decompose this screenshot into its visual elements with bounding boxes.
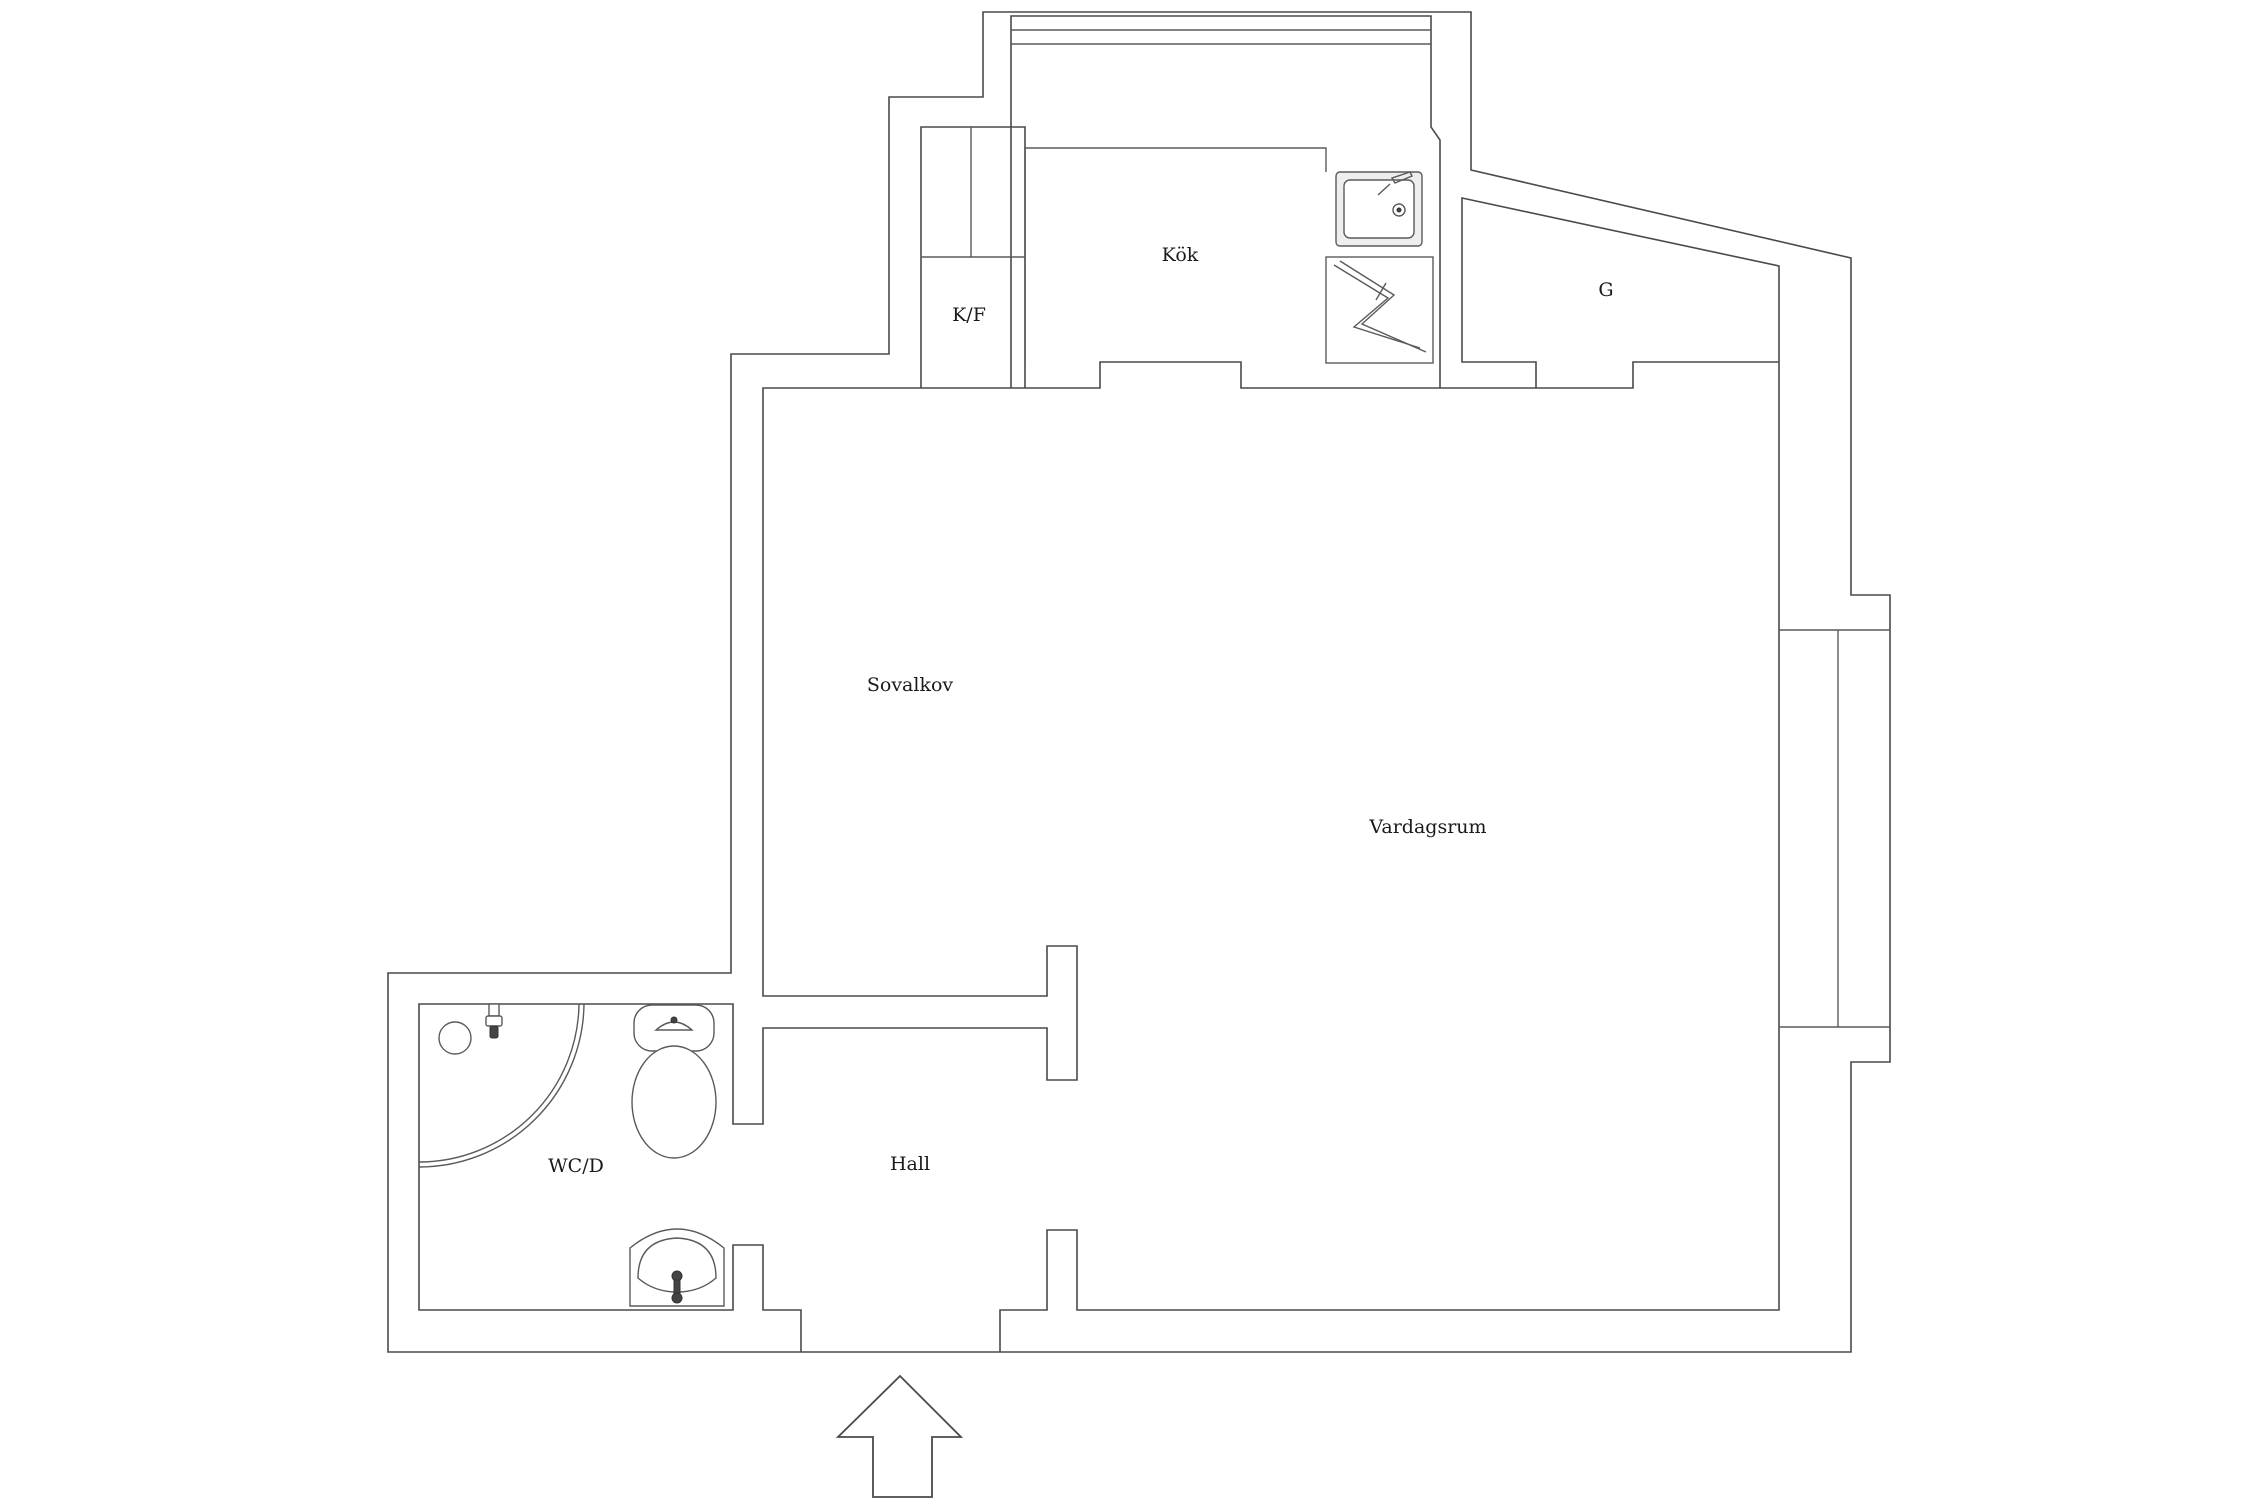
room-label-bathroom: WC/D: [548, 1155, 604, 1177]
toilet-icon: [631, 1004, 717, 1159]
kitchen-sink-icon: [1335, 171, 1423, 247]
room-label-hall: Hall: [890, 1153, 930, 1175]
room-label-closet: G: [1598, 279, 1613, 301]
shower-icon: [418, 1003, 585, 1168]
walls: [387, 11, 1891, 1353]
entrance-arrow-icon: [835, 1374, 964, 1498]
room-label-fridge-freezer: K/F: [952, 304, 986, 326]
room-label-sleeping-alcove: Sovalkov: [867, 674, 954, 696]
wash-basin-icon: [629, 1228, 725, 1307]
stove-icon: [1325, 256, 1434, 364]
kitchen-counter: [1024, 147, 1327, 362]
room-label-kitchen: Kök: [1162, 244, 1199, 266]
room-label-living-room: Vardagsrum: [1368, 816, 1486, 838]
